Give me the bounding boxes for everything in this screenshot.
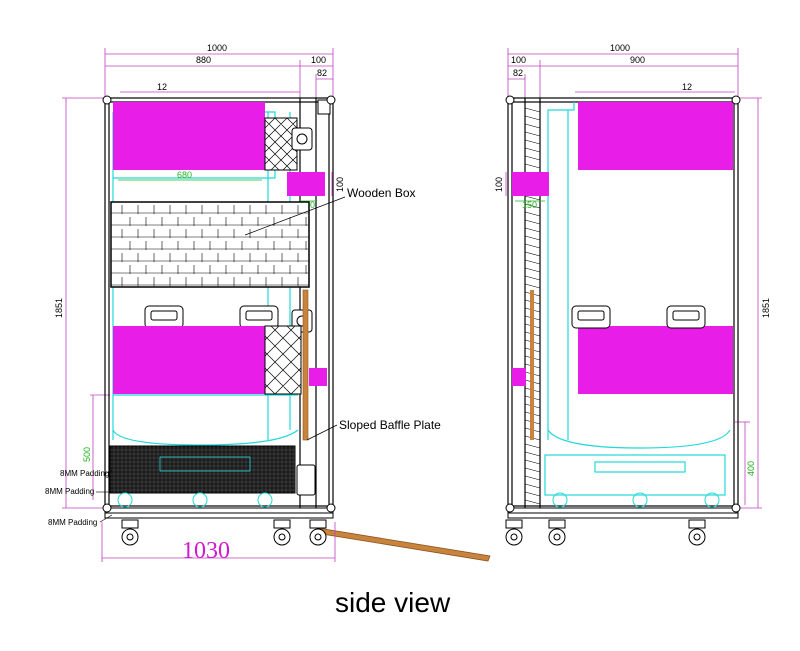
sloped-baffle-callout: Sloped Baffle Plate <box>339 418 441 432</box>
right-lower-shelf <box>578 326 733 394</box>
left-side-box <box>287 172 325 196</box>
left-dim-side-inner: 82 <box>317 68 327 78</box>
padding-label-1: 8MM Padding <box>60 469 109 478</box>
right-view: 1000 100 82 900 12 1851 400 <box>494 43 771 546</box>
left-dim-lower-height: 500 <box>82 447 92 462</box>
right-dim-lower-height: 400 <box>746 461 756 476</box>
right-side-box <box>512 172 549 196</box>
wooden-box-callout: Wooden Box <box>347 186 416 200</box>
left-dim-inner-width: 880 <box>196 55 211 65</box>
left-base <box>104 507 334 519</box>
padding-label-3: 8MM Padding <box>48 518 97 527</box>
left-dim-shelf-width: 680 <box>177 170 192 180</box>
right-upper-shelf <box>578 102 733 170</box>
left-top-dimensions <box>104 48 334 100</box>
right-dim-box-height: 100 <box>494 177 504 192</box>
left-dim-overall-width: 1000 <box>207 43 227 53</box>
right-dim-top-gap: 12 <box>682 82 692 92</box>
right-side-strip <box>512 368 526 386</box>
left-dim-base-width: 1030 <box>182 538 230 564</box>
right-dim-height: 1851 <box>761 298 771 318</box>
left-dim-box-height: 100 <box>335 177 345 192</box>
left-corner-fittings <box>102 95 336 513</box>
right-cyan-wheels <box>552 492 720 508</box>
right-corner-fittings <box>505 95 741 513</box>
left-latch-hardware <box>291 99 331 496</box>
left-dim-side-width: 100 <box>311 55 326 65</box>
diagram-caption: side view <box>335 587 451 618</box>
left-wheels <box>121 519 327 546</box>
right-wood-strip <box>530 290 534 440</box>
left-side-strip <box>309 368 327 386</box>
right-top-dimensions <box>507 48 739 100</box>
left-mid-handles <box>144 305 279 329</box>
right-wheels <box>505 519 706 546</box>
right-dim-box-width: 150 <box>522 200 537 210</box>
right-dim-side-inner: 82 <box>513 68 523 78</box>
left-view: 1000 880 100 82 12 1851 500 <box>45 43 491 564</box>
right-mid-handles <box>571 305 706 329</box>
left-lower-crosshatch <box>264 325 302 395</box>
wooden-box <box>110 201 310 288</box>
left-dim-top-gap: 12 <box>157 82 167 92</box>
left-lower-panel <box>109 445 296 494</box>
padding-label-2: 8MM Padding <box>45 487 94 496</box>
left-cyan-wheels <box>117 492 273 508</box>
left-height-dimension <box>62 97 110 509</box>
right-dim-side-width: 100 <box>511 55 526 65</box>
left-dim-height: 1851 <box>54 298 64 318</box>
left-upper-shelf <box>113 102 265 170</box>
left-lower-shelf <box>113 326 265 394</box>
right-dim-overall-width: 1000 <box>610 43 630 53</box>
right-base <box>507 507 739 519</box>
right-dim-inner-width: 900 <box>630 55 645 65</box>
